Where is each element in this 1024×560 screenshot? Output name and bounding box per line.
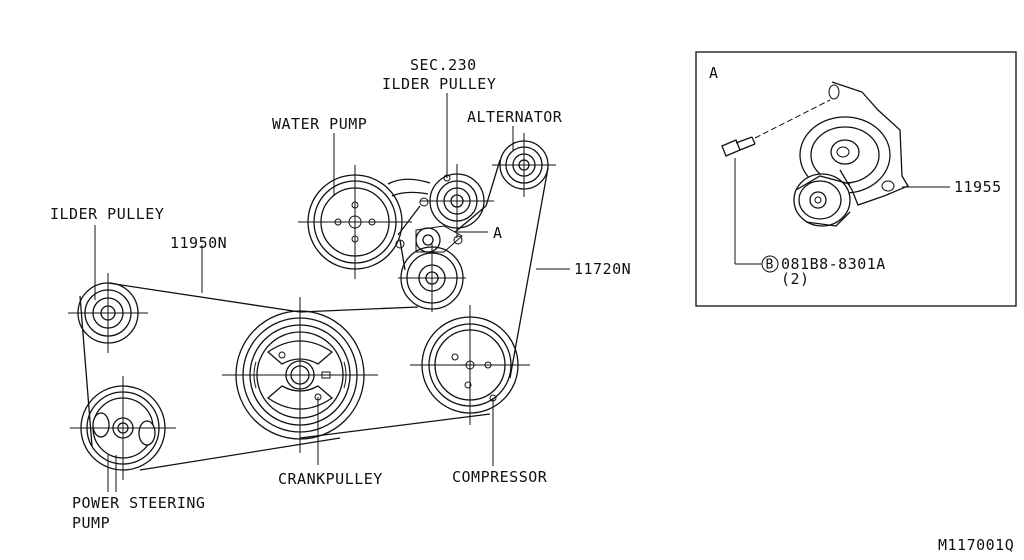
leader-lines [94,93,570,492]
part-11955: 11955 [954,178,1002,196]
label-belt-11720n: 11720N [574,260,631,278]
compressor-pulley [410,305,530,425]
bolt-code-prefix: B [766,258,774,273]
left-idler-pulley [68,273,148,353]
belt-11720n [299,159,549,439]
bolt-quantity: (2) [781,270,810,288]
bolt [721,99,831,157]
water-pump-pulley [298,165,412,279]
label-alternator: ALTERNATOR [467,108,563,126]
bolt-part-number: 081B8-8301A [781,255,886,273]
top-idler-pulley [419,164,494,238]
power-steering-pump-pulley [70,376,176,480]
label-belt-11950n: 11950N [170,234,227,252]
label-sec-230: SEC.230 [410,56,477,74]
label-water-pump: WATER PUMP [272,115,367,133]
label-compressor: COMPRESSOR [452,468,548,486]
label-power-steering-line2: PUMP [72,514,110,532]
figure-id: M117001Q [938,536,1014,554]
detail-title: A [709,64,719,82]
label-view-ref-a: A [493,224,503,242]
label-idler-pulley-top: ILDER PULLEY [382,75,496,93]
alternator-pulley [492,133,556,197]
detail-view-a: A B 081B8-8301A (2) 11955 [695,51,1017,307]
label-power-steering-line1: POWER STEERING [72,494,205,512]
label-idler-pulley-left: ILDER PULLEY [50,205,164,223]
tensioner-a [395,225,463,253]
lower-idler-pulley [398,244,466,312]
label-crankpulley: CRANKPULLEY [278,470,383,488]
crank-pulley [222,297,378,453]
belt-11950n [79,282,419,471]
